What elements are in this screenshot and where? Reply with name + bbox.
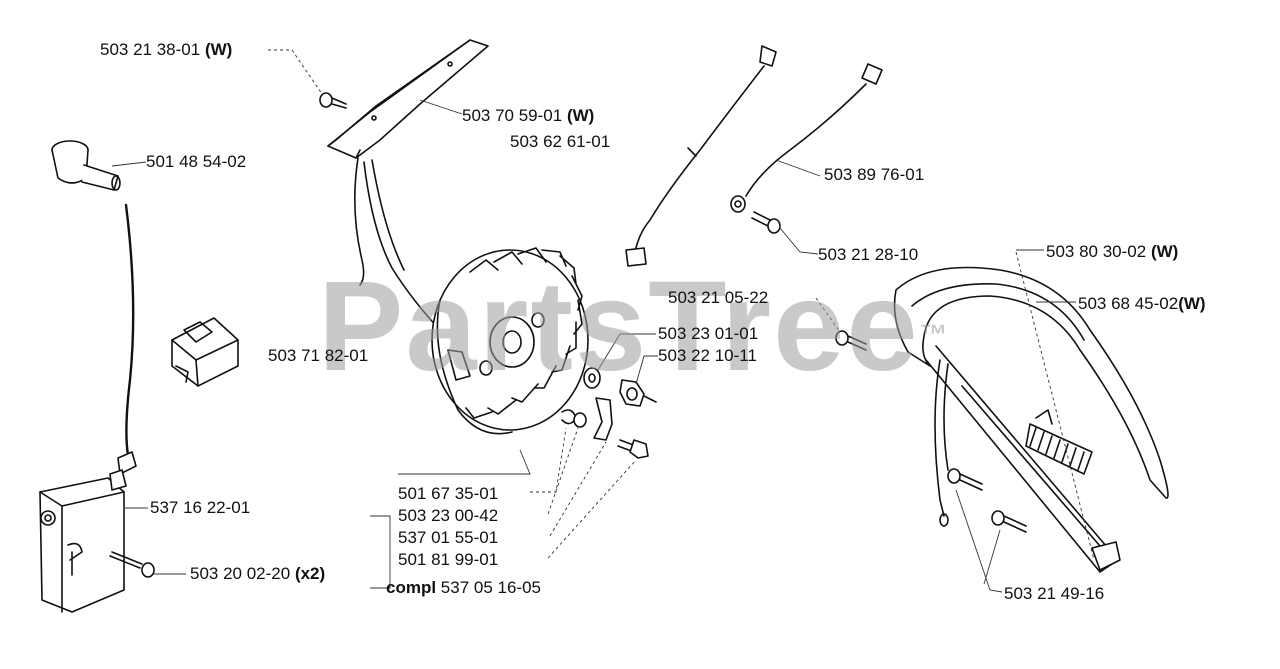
part-label-501-81-99-01: 501 81 99-01 [398,550,499,569]
screw-501-81-99-01 [617,439,649,459]
part-label-503-68-45-02: 503 68 45-02(W) [1078,294,1206,313]
part-label-537-16-22-01: 537 16 22-01 [150,498,251,517]
flywheel [431,247,589,435]
screw-503-20-02-20 [109,551,155,578]
handle-503-80-30-02 [893,266,1169,573]
wire-harness [354,157,365,286]
part-label-503-70-59-01: 503 70 59-01 (W) [462,106,595,125]
part-label-503-23-01-01: 503 23 01-01 [658,324,759,343]
part-label-501-67-35-01: 501 67 35-01 [398,484,499,503]
part-label-503-21-38-01: 503 21 38-01 (W) [100,40,233,59]
part-label-503-21-05-22: 503 21 05-22 [668,288,769,307]
wire-503-62-61-01 [625,45,777,267]
pawl-537-01-55-01 [593,397,613,441]
washer-503-23-00-42 [573,412,587,428]
part-label-503-62-61-01: 503 62 61-01 [510,132,611,151]
part-label-503-20-02-20: 503 20 02-20 (x2) [190,564,326,583]
part-label-503-23-00-42: 503 23 00-42 [398,506,499,525]
nut-503-22-10-11 [619,379,657,407]
part-label-503-71-82-01: 503 71 82-01 [268,346,369,365]
part-label-537-05-16-05: compl 537 05 16-05 [386,578,541,597]
ignition-cable [124,203,135,457]
part-label-503-80-30-02: 503 80 30-02 (W) [1046,242,1179,261]
part-label-503-21-49-16: 503 21 49-16 [1004,584,1105,603]
part-label-503-21-28-10: 503 21 28-10 [818,245,919,264]
leader-lines [111,49,1095,593]
screw-503-21-38-01 [319,92,347,109]
stop-switch [171,317,239,387]
screw-503-21-28-10 [751,211,781,234]
part-label-503-22-10-11: 503 22 10-11 [658,346,757,365]
ignition-module [39,451,137,613]
part-label-503-89-76-01: 503 89 76-01 [824,165,925,184]
deflector-plate [327,39,489,159]
washer-503-23-01-01 [583,367,601,389]
screw-503-21-49-16 [947,468,1027,533]
spark-plug-boot [51,140,121,191]
part-label-537-01-55-01: 537 01 55-01 [398,528,499,547]
screw-503-21-05-22 [835,330,867,351]
wire-503-89-76-01 [730,63,883,213]
part-label-501-48-54-02: 501 48 54-02 [146,152,247,171]
spring-503-68-45-02 [1025,409,1093,475]
watermark: PartsTree™ [318,255,950,398]
